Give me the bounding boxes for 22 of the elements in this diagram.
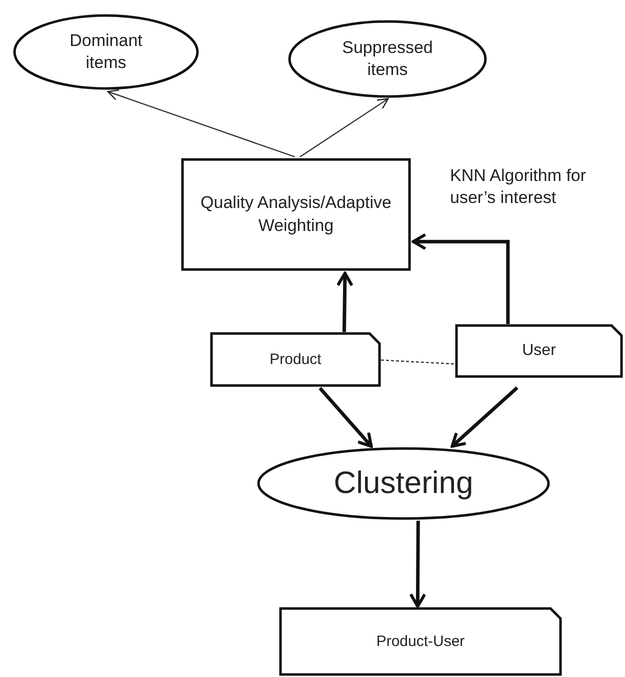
arrow xyxy=(107,90,296,158)
dashed-link-line xyxy=(380,359,456,365)
output-ellipse xyxy=(13,14,199,90)
arrow xyxy=(300,98,389,158)
arrow xyxy=(412,233,510,324)
data-box xyxy=(279,607,562,676)
arrow xyxy=(318,386,373,448)
node-label: User xyxy=(522,340,556,361)
arrow xyxy=(450,386,518,448)
node-label: Product-User xyxy=(376,632,465,652)
process-ellipse xyxy=(257,447,550,520)
process-box xyxy=(181,158,411,271)
arrow xyxy=(409,520,426,608)
node-label: Quality Analysis/Adaptive Weighting xyxy=(200,192,392,236)
output-ellipse xyxy=(288,20,487,98)
data-box xyxy=(455,324,623,378)
data-box xyxy=(210,332,381,387)
node-label: Clustering xyxy=(334,464,474,502)
node-label: Product xyxy=(270,350,322,370)
node-label: Dominant items xyxy=(68,30,144,74)
node-label: Suppressed items xyxy=(341,36,434,81)
arrow xyxy=(336,272,354,332)
